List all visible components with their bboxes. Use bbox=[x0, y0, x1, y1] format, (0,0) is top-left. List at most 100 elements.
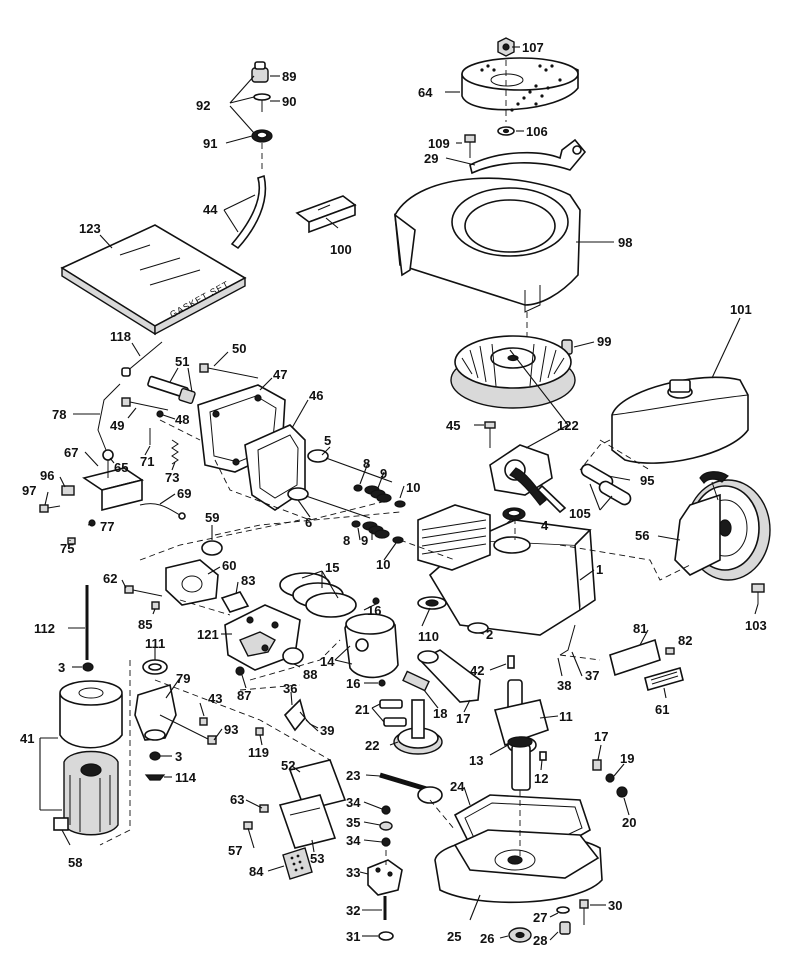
part-61-decal bbox=[644, 667, 684, 691]
callout-25: 25 bbox=[447, 929, 461, 944]
callout-29: 29 bbox=[424, 151, 438, 166]
part-27-washer bbox=[556, 906, 570, 914]
callout-110: 110 bbox=[418, 629, 439, 644]
callout-20: 20 bbox=[622, 815, 636, 830]
part-44-fuel-line bbox=[230, 174, 267, 250]
callout-63: 63 bbox=[230, 792, 244, 807]
callout-10-upper: 10 bbox=[406, 480, 420, 495]
part-62-bolt bbox=[124, 585, 163, 597]
callout-9-upper: 9 bbox=[380, 466, 387, 481]
callout-77: 77 bbox=[100, 519, 114, 534]
part-114-wing-nut bbox=[144, 774, 166, 781]
callout-47: 47 bbox=[273, 367, 287, 382]
part-122-flywheel bbox=[450, 335, 576, 409]
callout-92: 92 bbox=[196, 98, 210, 113]
part-30-bolt bbox=[579, 899, 589, 925]
callout-14: 14 bbox=[320, 654, 335, 669]
part-3-nut-lower bbox=[149, 751, 161, 761]
part-73-spring bbox=[171, 439, 179, 465]
callout-84: 84 bbox=[249, 864, 264, 879]
callout-13: 13 bbox=[469, 753, 483, 768]
callout-121: 121 bbox=[197, 627, 219, 642]
part-59-diaphragm bbox=[201, 540, 223, 556]
part-106-washer bbox=[497, 126, 515, 136]
part-15-piston-rings bbox=[279, 572, 357, 618]
callout-38: 38 bbox=[557, 678, 571, 693]
callout-16-lower: 16 bbox=[346, 676, 360, 691]
callout-64: 64 bbox=[418, 85, 433, 100]
part-107-nut bbox=[497, 37, 515, 57]
part-75-screw bbox=[67, 537, 76, 545]
callout-36: 36 bbox=[283, 681, 297, 696]
part-63-screw bbox=[259, 804, 269, 813]
part-88-carb-gasket bbox=[282, 647, 304, 665]
part-79-air-horn bbox=[134, 683, 177, 741]
callout-48: 48 bbox=[175, 412, 189, 427]
callout-33: 33 bbox=[346, 865, 360, 880]
callout-53: 53 bbox=[310, 851, 324, 866]
part-45-bolt bbox=[484, 421, 496, 448]
callout-67: 67 bbox=[64, 445, 78, 460]
callout-89: 89 bbox=[282, 69, 296, 84]
part-5-valve bbox=[307, 449, 393, 483]
callout-90: 90 bbox=[282, 94, 296, 109]
part-100-bracket bbox=[295, 195, 357, 234]
callout-52: 52 bbox=[281, 758, 295, 773]
callout-2: 2 bbox=[486, 627, 493, 642]
part-82-screw bbox=[665, 647, 675, 655]
part-60-intake-elbow bbox=[165, 559, 219, 606]
callout-43: 43 bbox=[208, 691, 222, 706]
callout-17-right: 17 bbox=[594, 729, 608, 744]
callout-106: 106 bbox=[526, 124, 548, 139]
callout-15: 15 bbox=[325, 560, 339, 575]
part-8-9-10-valve-springs-lower bbox=[351, 520, 404, 544]
callout-61: 61 bbox=[655, 702, 669, 717]
callout-97: 97 bbox=[22, 483, 36, 498]
callout-37: 37 bbox=[585, 668, 599, 683]
part-29-bracket bbox=[469, 138, 587, 175]
callout-35: 35 bbox=[346, 815, 360, 830]
part-19-washer bbox=[605, 773, 615, 783]
part-8-9-10-valve-springs-upper bbox=[353, 484, 406, 508]
callout-83: 83 bbox=[241, 573, 255, 588]
part-52-gasket bbox=[288, 759, 347, 811]
part-121-carburetor bbox=[224, 604, 301, 671]
callout-9-lower: 9 bbox=[361, 533, 368, 548]
callout-58: 58 bbox=[68, 855, 82, 870]
callout-112: 112 bbox=[34, 621, 55, 636]
callout-99: 99 bbox=[597, 334, 611, 349]
part-110-oil-seal bbox=[417, 596, 447, 610]
callout-96: 96 bbox=[40, 468, 54, 483]
callout-109: 109 bbox=[428, 136, 450, 151]
part-31-seal bbox=[378, 931, 394, 941]
part-111-gasket bbox=[142, 659, 168, 675]
part-22-camshaft-gear bbox=[393, 699, 443, 755]
callout-51: 51 bbox=[175, 354, 189, 369]
part-3-nut-upper bbox=[82, 662, 94, 672]
part-4-seal bbox=[502, 507, 526, 521]
callout-8-upper: 8 bbox=[363, 456, 370, 471]
callout-26: 26 bbox=[480, 931, 494, 946]
part-83-gasket bbox=[220, 591, 250, 613]
callout-1: 1 bbox=[596, 562, 603, 577]
callout-50: 50 bbox=[232, 341, 246, 356]
callout-12: 12 bbox=[534, 771, 548, 786]
callout-41: 41 bbox=[20, 731, 34, 746]
callout-65: 65 bbox=[114, 460, 128, 475]
part-118-governor-link bbox=[121, 341, 163, 377]
callout-71: 71 bbox=[140, 454, 154, 469]
callout-31: 31 bbox=[346, 929, 360, 944]
callout-6: 6 bbox=[305, 515, 312, 530]
callout-30: 30 bbox=[608, 898, 622, 913]
part-93-bolt bbox=[159, 714, 217, 745]
part-58-clip bbox=[53, 817, 69, 831]
part-95-105-tank-spacers bbox=[580, 463, 632, 506]
part-20-nut bbox=[616, 786, 628, 798]
callout-19: 19 bbox=[620, 751, 634, 766]
callout-42: 42 bbox=[470, 663, 484, 678]
callout-32: 32 bbox=[346, 903, 360, 918]
part-91-grommet bbox=[251, 129, 273, 143]
callout-122: 122 bbox=[557, 418, 579, 433]
part-101-fuel-tank bbox=[611, 376, 749, 464]
part-34-35-oil-pump-parts bbox=[379, 805, 393, 847]
